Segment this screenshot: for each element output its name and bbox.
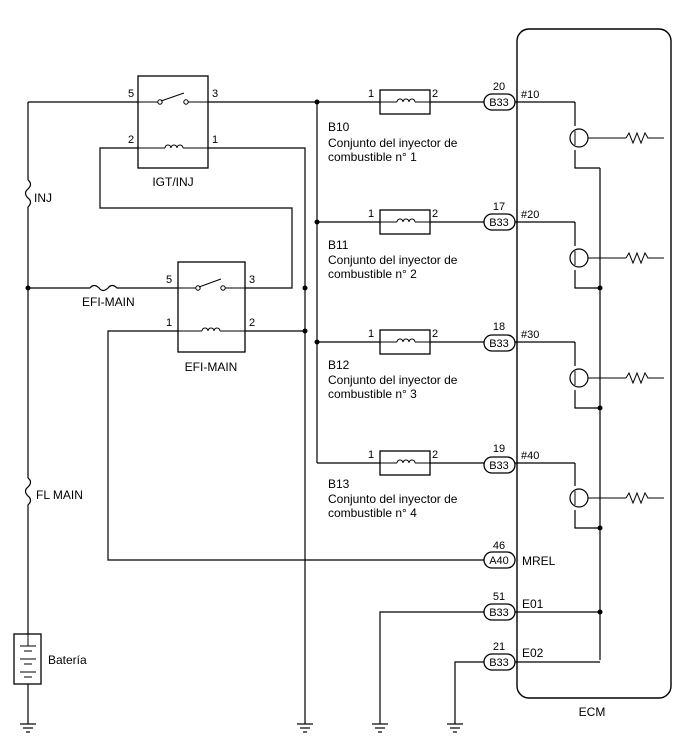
igt-relay-pin-1: 1	[212, 134, 218, 146]
ecm-label: ECM	[579, 705, 606, 719]
injector-3-pin-a: 1	[368, 328, 374, 340]
injector-4-desc-line2: combustible n° 4	[328, 506, 417, 520]
e02-pin: 21	[493, 641, 505, 653]
junction-dot	[25, 285, 31, 291]
injector-2-ecm-pin: 17	[493, 201, 505, 213]
igt-relay-pin-3: 3	[212, 88, 218, 100]
e01-pin: 51	[493, 591, 505, 603]
injector-3-circuit	[379, 329, 575, 355]
e01-signal: E01	[522, 597, 544, 611]
e01-connector: B33	[489, 607, 509, 619]
efi-relay-pin-2: 2	[249, 317, 255, 329]
injector-2-desc-line2: combustible n° 2	[328, 267, 417, 281]
injector-2-connector: B33	[489, 217, 509, 229]
fl-main-fuse-label: FL MAIN	[36, 488, 83, 502]
junction-dot	[302, 285, 308, 291]
injector-4-ecm-pin: 19	[493, 443, 505, 455]
e02-connector: B33	[489, 657, 509, 669]
efi-relay-pin-3: 3	[249, 274, 255, 286]
injector-2-signal: #20	[521, 209, 539, 221]
battery-label: Batería	[48, 653, 87, 667]
mrel-pin: 46	[493, 540, 505, 552]
injector-2-pin-a: 1	[368, 208, 374, 220]
ground-icon-e02	[447, 723, 463, 733]
injector-1-desc-line2: combustible n° 1	[328, 150, 417, 164]
injector-4-pin-b: 2	[432, 449, 438, 461]
efi-main-relay-label: EFI-MAIN	[185, 360, 238, 374]
efi-main-relay	[177, 261, 246, 353]
battery-symbol	[13, 633, 42, 685]
ecm-box	[516, 28, 672, 699]
injector-1-code: B10	[328, 120, 350, 134]
injector-4-signal: #40	[521, 450, 539, 462]
main-power-wire	[27, 101, 138, 724]
injector-1-circuit	[379, 89, 575, 115]
efi-relay-pin-5: 5	[166, 274, 172, 286]
junction-dot	[314, 339, 320, 345]
injector-4-circuit	[379, 450, 575, 476]
injector-3-desc-line2: combustible n° 3	[328, 387, 417, 401]
efi-main-fuse-label: EFI-MAIN	[82, 295, 135, 309]
junction-dot	[597, 525, 603, 531]
injector-4-desc-line1: Conjunto del inyector de	[328, 492, 458, 506]
injector-feed-bus	[208, 101, 380, 464]
injector-1-pin-a: 1	[368, 88, 374, 100]
efi-relay-pin-1: 1	[166, 317, 172, 329]
fl-main-fuse	[24, 477, 32, 512]
injector-4-pin-a: 1	[368, 449, 374, 461]
injector-3-desc-line1: Conjunto del inyector de	[328, 373, 458, 387]
efi-coil-wires	[107, 330, 484, 561]
inj-fuse-label: INJ	[34, 191, 52, 205]
injector-4-connector: B33	[489, 460, 509, 472]
e01-terminal	[379, 603, 600, 724]
injector-1-ecm-pin: 20	[493, 81, 505, 93]
injector-3-pin-b: 2	[432, 328, 438, 340]
igt-inj-relay-label: IGT/INJ	[152, 175, 193, 189]
ecm-driver-transistors	[569, 102, 664, 660]
injector-4-code: B13	[328, 477, 350, 491]
e02-signal: E02	[522, 646, 544, 660]
inj-fuse	[24, 179, 32, 214]
injector-2-circuit	[379, 209, 575, 235]
injector-1-pin-b: 2	[432, 88, 438, 100]
efi-main-fuse	[89, 284, 178, 292]
junction-dot	[597, 285, 603, 291]
mrel-signal: MREL	[522, 554, 556, 568]
ground-icon-e01	[372, 723, 388, 733]
junction-dot	[314, 99, 320, 105]
ground-icon-battery	[20, 723, 36, 733]
e02-terminal	[454, 653, 600, 724]
injector-2-desc-line1: Conjunto del inyector de	[328, 253, 458, 267]
junction-dot	[597, 405, 603, 411]
injector-2-code: B11	[328, 238, 349, 252]
injector-3-connector: B33	[489, 338, 509, 350]
ground-icon-relay	[297, 723, 313, 733]
igt-relay-pin-2: 2	[128, 134, 134, 146]
injector-3-ecm-pin: 18	[493, 321, 505, 333]
injector-2-pin-b: 2	[432, 208, 438, 220]
injector-3-code: B12	[328, 358, 350, 372]
junction-dot	[314, 219, 320, 225]
igt-inj-relay	[137, 75, 209, 169]
injector-1-connector: B33	[489, 97, 509, 109]
igt-coil-wires	[99, 147, 306, 724]
mrel-connector: A40	[489, 555, 509, 567]
injector-1-desc-line1: Conjunto del inyector de	[328, 136, 458, 150]
igt-relay-pin-5: 5	[128, 88, 134, 100]
mrel-terminal	[483, 551, 516, 569]
injector-1-signal: #10	[521, 89, 539, 101]
injector-3-signal: #30	[521, 329, 539, 341]
junction-dot	[302, 328, 308, 334]
